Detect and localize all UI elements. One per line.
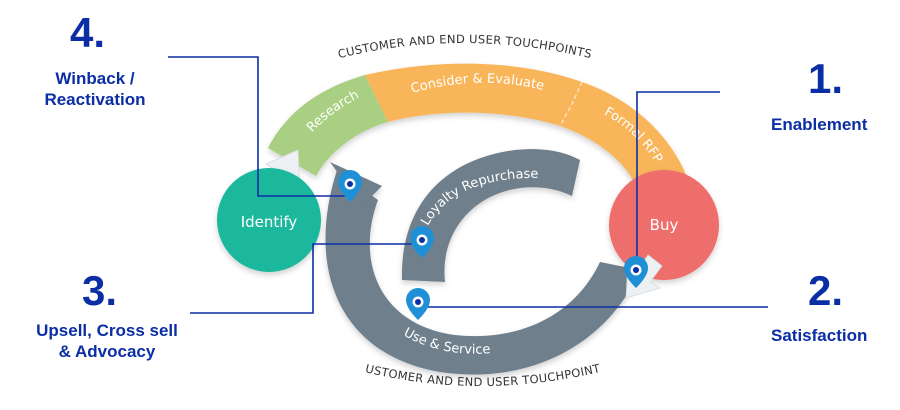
identify-node [217, 168, 321, 272]
identify-label: Identify [241, 213, 298, 231]
touchpoint-4-number: 4. [70, 9, 106, 56]
touchpoint-3-label-line2: & Advocacy [58, 342, 156, 361]
pin-winback-icon [338, 170, 362, 202]
pin-upsell-icon [410, 226, 434, 258]
touchpoint-3-label-line1: Upsell, Cross sell [36, 321, 178, 340]
touchpoint-3-number: 3. [82, 267, 118, 314]
touchpoint-2-number: 2. [808, 267, 844, 314]
callout-line-3 [190, 243, 422, 314]
callout-lines [168, 56, 768, 314]
touchpoint-4-label-line2: Reactivation [44, 90, 146, 109]
touchpoint-1-label: Enablement [771, 115, 868, 134]
rfp-divider [559, 81, 583, 127]
buy-label: Buy [650, 216, 679, 234]
pin-enablement-icon [624, 256, 648, 288]
touchpoint-4-label: Winback / Reactivation [30, 68, 160, 110]
touchpoint-1-number: 1. [808, 55, 844, 102]
callout-line-1 [636, 91, 720, 272]
formal-rfp-segment [560, 82, 690, 195]
callout-line-4 [168, 56, 350, 197]
journey-arc [268, 63, 690, 195]
pin-satisfaction-icon [406, 288, 430, 320]
touchpoint-4-label-line1: Winback / [55, 69, 135, 88]
top-caption: CUSTOMER AND END USER TOUCHPOINTS [336, 32, 593, 61]
use-service-band [325, 170, 640, 375]
consider-segment [365, 63, 582, 126]
loyalty-band [401, 149, 580, 282]
touchpoint-2-label: Satisfaction [771, 326, 868, 345]
touchpoint-3-label: Upsell, Cross sell & Advocacy [12, 320, 202, 362]
